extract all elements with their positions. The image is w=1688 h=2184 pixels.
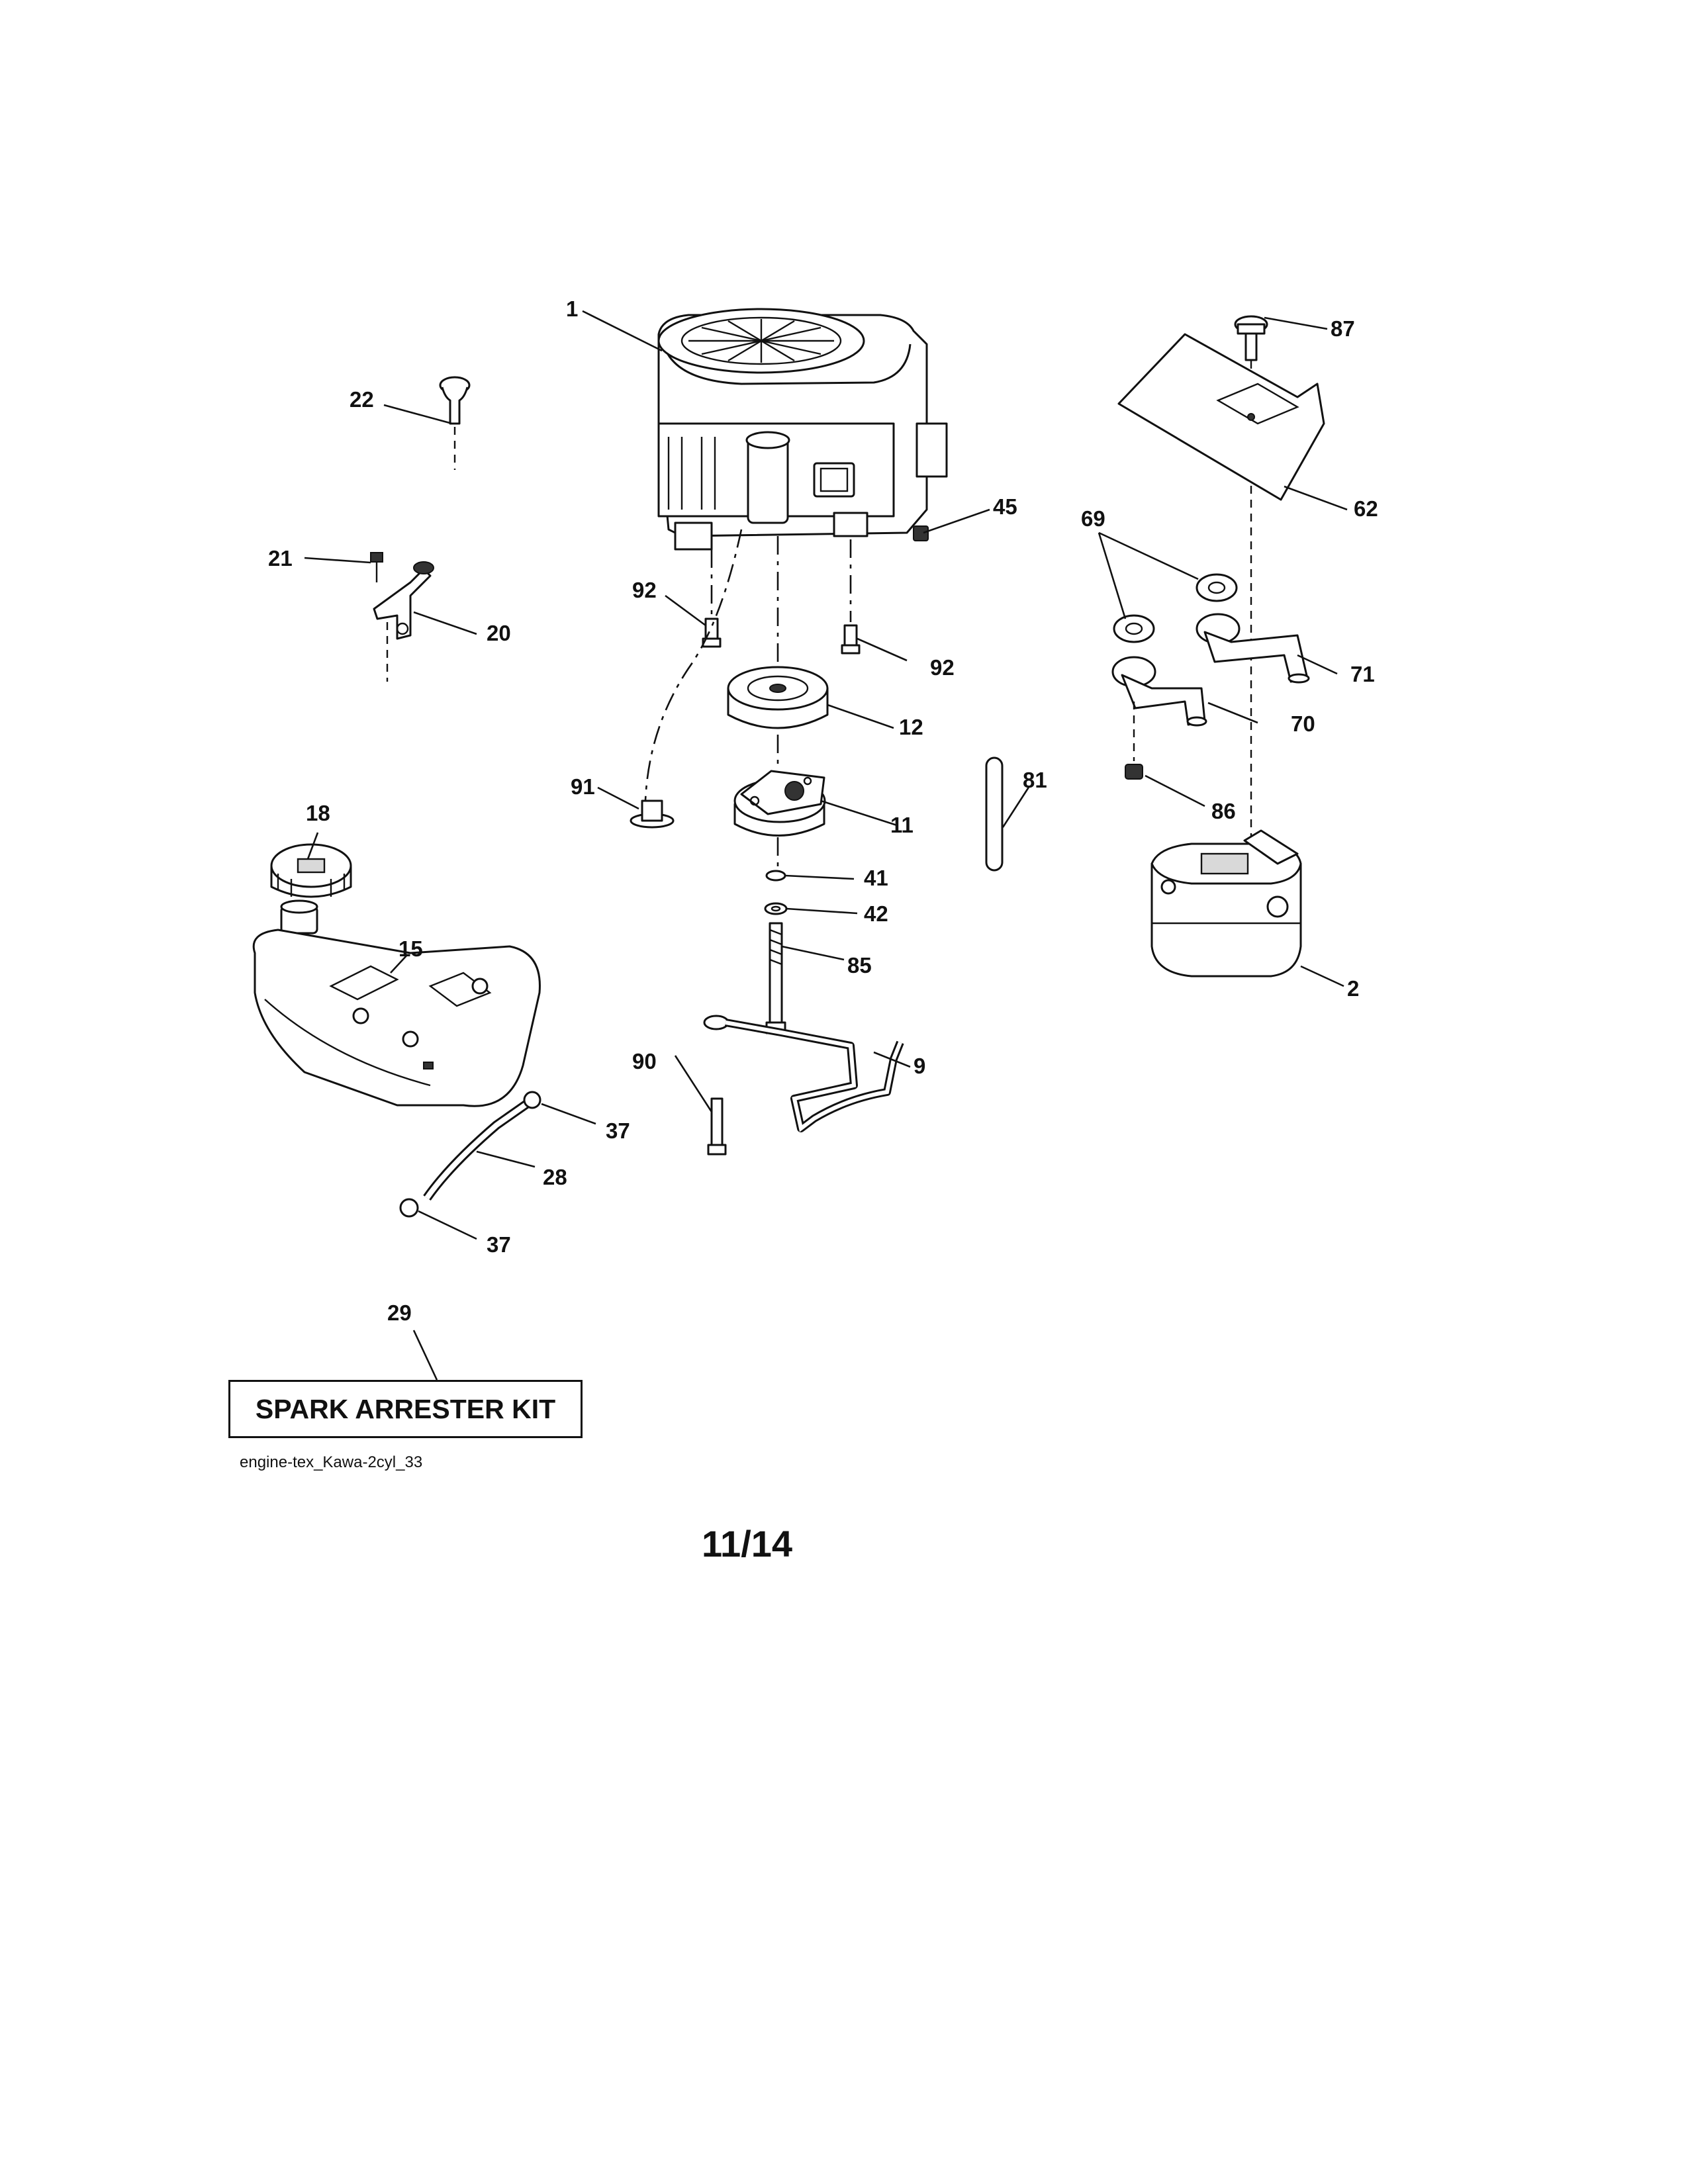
- callout-1: 1: [566, 296, 578, 321]
- callout-87: 87: [1331, 316, 1355, 341]
- callout-20: 20: [487, 621, 511, 645]
- fuel-cap-drawing: [270, 843, 352, 898]
- callout-2: 2: [1347, 976, 1359, 1001]
- callout-42: 42: [864, 901, 888, 926]
- callout-9: 9: [914, 1054, 925, 1078]
- heat-shield-drawing: [1117, 333, 1325, 501]
- callout-28: 28: [543, 1165, 567, 1189]
- callout-62: 62: [1354, 496, 1378, 521]
- callout-86: 86: [1211, 799, 1236, 823]
- callout-41: 41: [864, 866, 888, 890]
- callout-90: 90: [632, 1049, 657, 1073]
- callout-92-right: 92: [930, 655, 955, 680]
- callout-85: 85: [847, 953, 872, 978]
- muffler-drawing: [1150, 829, 1302, 978]
- spacer-drawing: [985, 756, 1004, 872]
- rod-drawing: [703, 1015, 904, 1156]
- callout-37-upper: 37: [606, 1118, 630, 1143]
- leader-lines: [304, 310, 1348, 1381]
- callout-70: 70: [1291, 711, 1315, 736]
- callout-81: 81: [1023, 768, 1047, 792]
- callout-37-lower: 37: [487, 1232, 511, 1257]
- callout-69: 69: [1081, 506, 1105, 531]
- figure-id: engine-tex_Kawa-2cyl_33: [240, 1453, 423, 1471]
- fitting-drawing: [630, 529, 743, 829]
- callout-12: 12: [899, 715, 923, 739]
- callout-29: 29: [387, 1300, 412, 1325]
- callout-21: 21: [268, 546, 293, 570]
- callout-18: 18: [306, 801, 330, 825]
- exhaust-drawing: [1111, 573, 1310, 727]
- callout-71: 71: [1350, 662, 1375, 686]
- callout-91: 91: [571, 774, 595, 799]
- callout-11: 11: [890, 813, 914, 837]
- callout-22: 22: [350, 387, 374, 412]
- bolt-87-drawing: [1234, 315, 1268, 847]
- washers-bolt-drawing: [764, 837, 788, 1034]
- bracket-drawing: [370, 552, 434, 682]
- clutch-drawing: [733, 735, 826, 837]
- callout-45: 45: [993, 494, 1017, 519]
- page-number: 11/14: [702, 1523, 793, 1565]
- bolts-92-drawing: [702, 539, 861, 655]
- fuel-line-drawing: [399, 1091, 541, 1218]
- callout-92-left: 92: [632, 578, 657, 602]
- nut-86-drawing: [1125, 702, 1143, 780]
- fuel-tank-drawing: [252, 899, 541, 1107]
- engine-drawing: [657, 308, 948, 551]
- spark-arrester-kit-label: SPARK ARRESTER KIT: [255, 1393, 556, 1424]
- knob-drawing: [439, 376, 471, 470]
- pulley-drawing: [727, 536, 829, 729]
- spark-arrester-kit-box: SPARK ARRESTER KIT: [228, 1380, 583, 1438]
- callout-15: 15: [399, 936, 423, 961]
